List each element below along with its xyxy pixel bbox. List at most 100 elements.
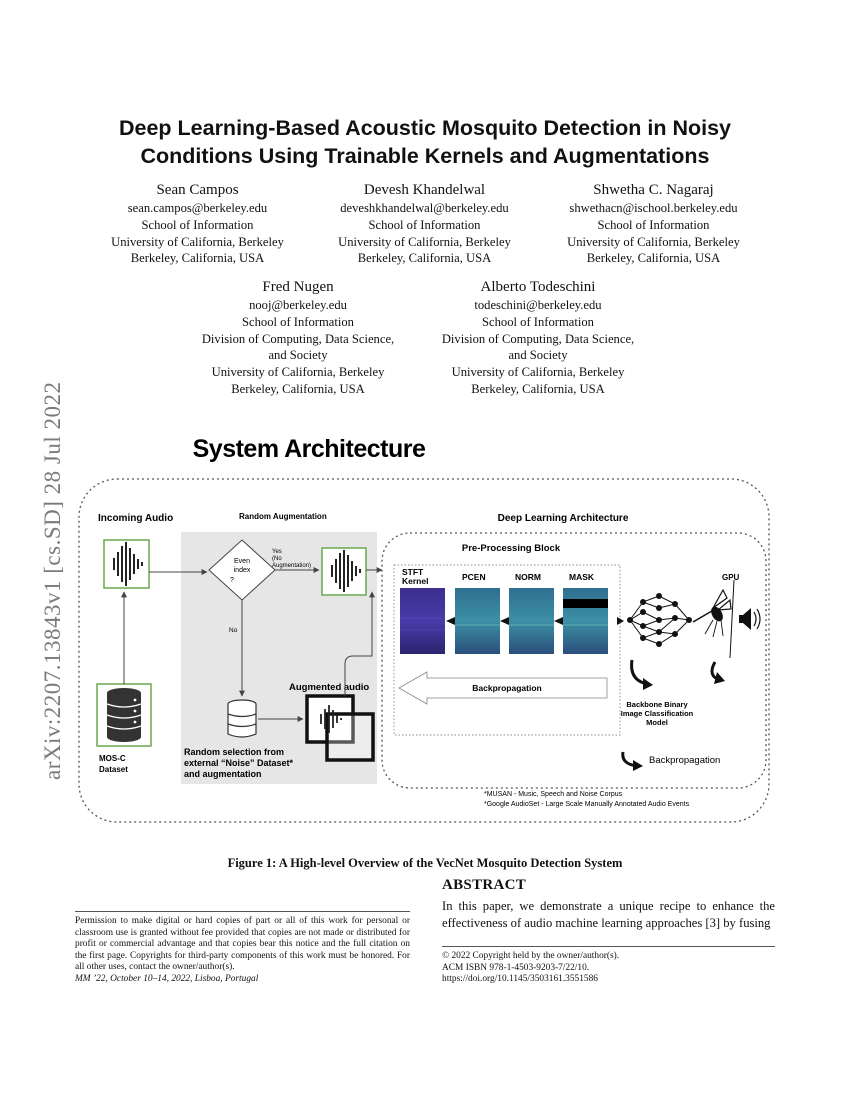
decision-label: ? [230, 577, 234, 584]
doi-link[interactable]: https://doi.org/10.1145/3503161.3551586 [442, 974, 598, 985]
stft-label: STFT [402, 567, 424, 577]
figure-caption: Figure 1: A High-level Overview of the V… [227, 856, 623, 870]
noise-database-icon [227, 699, 257, 738]
dl-architecture-label: Deep Learning Architecture [498, 513, 629, 524]
backbone-label: Model [646, 718, 668, 727]
gpu-label: GPU [722, 573, 740, 582]
yes-label: Yes [272, 549, 282, 555]
mask-label: MASK [569, 572, 595, 582]
norm-label: NORM [515, 572, 541, 582]
yes-label: Augmentation) [272, 563, 311, 569]
author-affiliation: University of California, Berkeley [567, 234, 740, 249]
pipeline-arrows [446, 617, 624, 625]
author-name: Shwetha C. Nagaraj [593, 182, 714, 198]
author-affiliation: Berkeley, California, USA [586, 251, 721, 266]
mask-spectrogram [563, 588, 608, 654]
venue-line: MM ’22, October 10–14, 2022, Lisboa, Por… [75, 973, 259, 984]
author-affiliation: Division of Computing, Data Science, [201, 331, 395, 346]
abstract-heading: ABSTRACT [442, 877, 527, 893]
no-label: No [229, 627, 238, 634]
permission-notice: Permission to make digital or hard copie… [75, 911, 410, 986]
mosquito-icon [692, 588, 732, 638]
backprop-legend-icon [621, 751, 643, 771]
author-affiliation: School of Information [368, 217, 481, 232]
backbone-label: Image Classification [621, 709, 694, 718]
decision-label: index [234, 567, 251, 574]
author-block: Shwetha C. Nagaraj shwethacn@ischool.ber… [556, 180, 751, 267]
pcen-label: PCEN [462, 572, 486, 582]
copyright-block: © 2022 Copyright held by the owner/autho… [442, 946, 775, 986]
footnote-audioset: *Google AudioSet - Large Scale Manually … [484, 801, 690, 808]
author-email: nooj@berkeley.edu [249, 298, 347, 312]
stft-label: Kernel [402, 576, 428, 586]
random-augmentation-label: Random Augmentation [239, 512, 327, 521]
author-affiliation: and Society [508, 348, 568, 363]
author-name: Devesh Khandelwal [363, 182, 486, 198]
author-email: sean.campos@berkeley.edu [127, 201, 268, 215]
incoming-waveform-icon [103, 539, 150, 589]
backbone-label: Backbone Binary [626, 700, 688, 709]
author-email: deveshkhandelwal@berkeley.edu [340, 201, 509, 215]
figure-heading: System Architecture [193, 435, 426, 463]
author-block: Fred Nugen nooj@berkeley.edu School of I… [198, 277, 398, 398]
arxiv-sidebar: arXiv:2207.13843v1 [cs.SD] 28 Jul 2022 [0, 0, 65, 1100]
stft-spectrogram [400, 588, 445, 654]
title-line-2: Conditions Using Trainable Kernels and A… [140, 144, 710, 168]
norm-spectrogram [509, 588, 554, 654]
backprop-legend-label: Backpropagation [649, 755, 720, 766]
incoming-audio-label: Incoming Audio [98, 513, 173, 524]
paper-title: Deep Learning-Based Acoustic Mosquito De… [60, 114, 790, 170]
backprop-arrow: Backpropagation [398, 671, 608, 705]
footnote-musan: *MUSAN - Music, Speech and Noise Corpus [484, 791, 623, 798]
abstract-text: In this paper, we demonstrate a unique r… [442, 899, 775, 930]
arxiv-identifier: arXiv:2207.13843v1 [cs.SD] 28 Jul 2022 [40, 381, 65, 780]
random-selection-label: and augmentation [184, 769, 262, 779]
dl-dotted-border [381, 532, 767, 789]
mosc-label: MOS-C [99, 754, 126, 763]
aug-to-dl-arrow [344, 591, 375, 696]
author-affiliation: Division of Computing, Data Science, [441, 331, 635, 346]
database-icon [96, 683, 152, 747]
random-selection-label: external “Noise” Dataset* [184, 758, 294, 768]
isbn-line: ACM ISBN 978-1-4503-9203-7/22/10. [442, 962, 590, 973]
pcen-spectrogram [455, 588, 500, 654]
author-name: Sean Campos [156, 182, 239, 198]
gpu-line [729, 579, 735, 659]
decision-label: Even [234, 558, 250, 565]
random-selection-label: Random selection from [184, 747, 284, 757]
title-line-1: Deep Learning-Based Acoustic Mosquito De… [118, 116, 732, 140]
author-name: Fred Nugen [262, 279, 334, 295]
preprocessing-block [393, 564, 621, 736]
backprop-inner-label: Backpropagation [472, 683, 541, 693]
augmented-waveform-icon [321, 547, 367, 596]
author-affiliation: University of California, Berkeley [111, 234, 284, 249]
neural-network-icon [627, 593, 692, 647]
permission-text: Permission to make digital or hard copie… [75, 916, 410, 973]
mask-bar [563, 599, 608, 608]
author-block: Sean Campos sean.campos@berkeley.edu Sch… [100, 180, 295, 267]
system-architecture-figure: System Architecture Incoming Audio MOS-C… [78, 435, 770, 823]
preprocessing-label: Pre-Processing Block [462, 543, 561, 554]
author-name: Alberto Todeschini [480, 279, 596, 295]
author-affiliation: University of California, Berkeley [451, 365, 625, 380]
author-affiliation: Berkeley, California, USA [130, 251, 265, 266]
author-block: Devesh Khandelwal deveshkhandelwal@berke… [327, 180, 522, 267]
augmented-audio-label: Augmented audio [289, 682, 369, 693]
author-affiliation: School of Information [141, 217, 254, 232]
author-block: Alberto Todeschini todeschini@berkeley.e… [428, 277, 648, 398]
outer-dotted-border [78, 478, 770, 823]
author-affiliation: Berkeley, California, USA [357, 251, 492, 266]
copyright-line: © 2022 Copyright held by the owner/autho… [442, 951, 620, 961]
author-affiliation: University of California, Berkeley [211, 365, 385, 380]
author-email: todeschini@berkeley.edu [474, 298, 602, 312]
curved-backprop-arrow [630, 659, 725, 690]
author-affiliation: Berkeley, California, USA [471, 381, 605, 396]
author-affiliation: School of Information [242, 314, 354, 329]
speaker-icon [739, 608, 761, 630]
mosc-label: Dataset [99, 765, 128, 774]
author-affiliation: School of Information [482, 314, 594, 329]
author-affiliation: University of California, Berkeley [338, 234, 511, 249]
author-affiliation: School of Information [597, 217, 710, 232]
augmented-audio-icon [305, 694, 375, 762]
author-affiliation: Berkeley, California, USA [231, 381, 365, 396]
